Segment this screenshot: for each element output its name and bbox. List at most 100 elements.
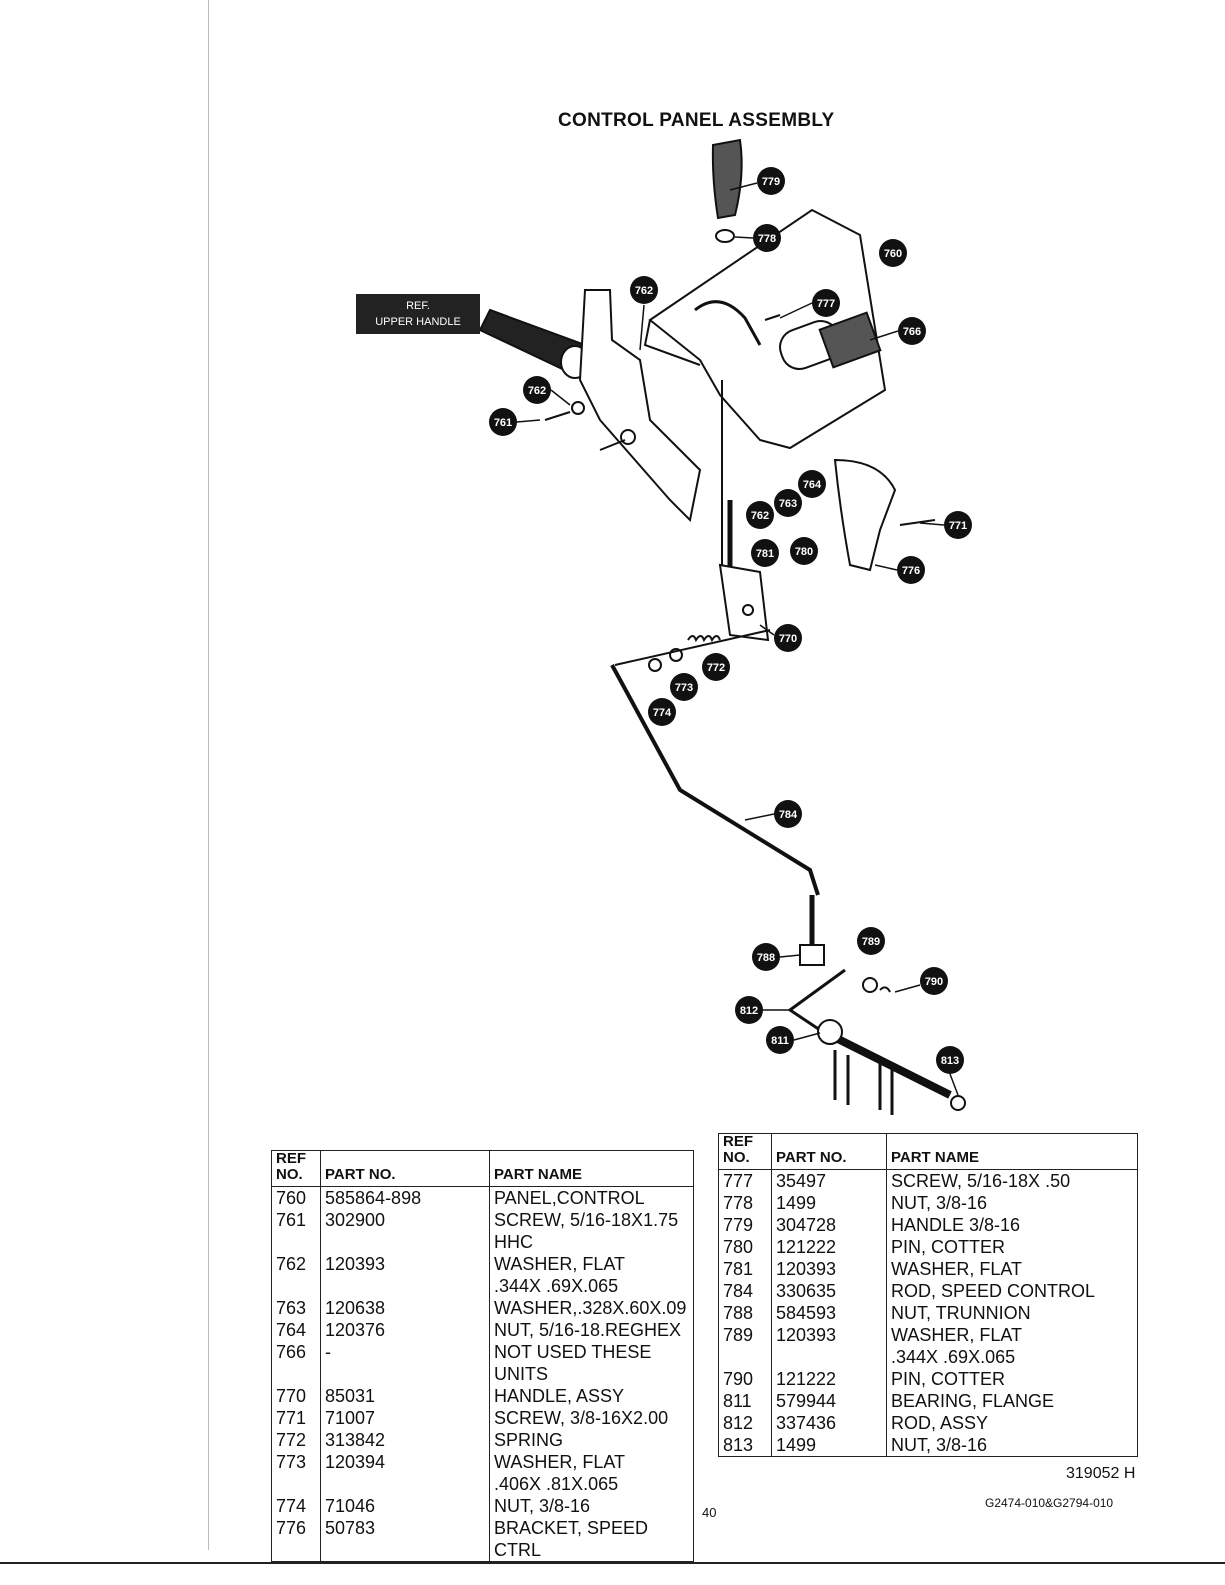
- part-no-cell-text: 1499: [776, 1193, 817, 1213]
- ref-cell: 763: [271, 1297, 321, 1319]
- part-name-detail-text: .344X .69X.065: [891, 1347, 1016, 1367]
- part-no-cell: 337436: [771, 1412, 887, 1434]
- part-name-cell: BEARING, FLANGE: [887, 1390, 1138, 1412]
- callout-label-761: 761: [494, 417, 512, 429]
- part-no-cell: 71007: [320, 1407, 490, 1429]
- callout-label-813: 813: [941, 1055, 959, 1067]
- part-no-cell: 35497: [771, 1169, 887, 1192]
- ref-cell-text: 774: [276, 1496, 307, 1516]
- part-no-cell-text: 71046: [325, 1496, 376, 1516]
- part-no-cell: -: [320, 1341, 490, 1385]
- callout-label-788: 788: [757, 952, 775, 964]
- ref-cell: 777: [718, 1169, 772, 1192]
- ref-cell-text: 777: [723, 1171, 754, 1191]
- callout-label-777: 777: [817, 298, 835, 310]
- page-bottom-rule: [0, 1562, 1225, 1564]
- ref-cell-text: 788: [723, 1303, 754, 1323]
- ref-cell-text: 779: [723, 1215, 754, 1235]
- callout-leader-811: [793, 1032, 821, 1041]
- part-name-cell-text: NUT, 3/8-16: [494, 1496, 591, 1516]
- table-row: 766-NOT USED THESE UNITS: [271, 1341, 694, 1385]
- part-name-cell-text: WASHER,.328X.60X.09: [494, 1298, 687, 1318]
- callout-bubble-812: [735, 996, 763, 1024]
- part-name-cell-text: BRACKET, SPEED CTRL: [494, 1518, 649, 1560]
- callout-leader-776: [874, 564, 898, 571]
- ref-cell: 761: [271, 1209, 321, 1253]
- part-name-cell-text: NUT, TRUNNION: [891, 1303, 1031, 1323]
- col-header-part-no: PART NO.: [771, 1133, 887, 1170]
- part-name-cell-text: NUT, 3/8-16: [891, 1193, 988, 1213]
- part-no-cell: 71046: [320, 1495, 490, 1517]
- ref-cell-text: 811: [723, 1391, 752, 1411]
- ref-cell: 811: [718, 1390, 772, 1412]
- callout-label-789: 789: [862, 936, 880, 948]
- part-no-cell-text: 330635: [776, 1281, 837, 1301]
- callout-bubble-770: [774, 624, 802, 652]
- callout-bubble-776: [897, 556, 925, 584]
- part-no-cell-text: 579944: [776, 1391, 837, 1411]
- ref-cell: 766: [271, 1341, 321, 1385]
- callout-leader-766: [869, 330, 899, 341]
- ref-cell: 773: [271, 1451, 321, 1495]
- ref-cell: 788: [718, 1302, 772, 1324]
- ref-cell-text: 790: [723, 1369, 754, 1389]
- part-name-cell-text: ROD, ASSY: [891, 1413, 989, 1433]
- part-name-cell: SPRING: [490, 1429, 694, 1451]
- part-no-cell: 1499: [771, 1434, 887, 1457]
- part-name-cell: NUT, 3/8-16: [887, 1192, 1138, 1214]
- page-title: CONTROL PANEL ASSEMBLY: [558, 110, 835, 131]
- part-name-cell-text: HANDLE, ASSY: [494, 1386, 625, 1406]
- part-no-cell: 120393: [320, 1253, 490, 1297]
- callout-label-779: 779: [762, 176, 780, 188]
- ref-cell-text: 766: [276, 1342, 307, 1362]
- part-name-cell: WASHER, FLAT.344X .69X.065: [887, 1324, 1138, 1368]
- ref-cell-text: 776: [276, 1518, 307, 1538]
- ref-cell-text: 812: [723, 1413, 754, 1433]
- callout-bubble-771: [944, 511, 972, 539]
- part-name-cell: PANEL,CONTROL: [490, 1187, 694, 1210]
- ref-upper-handle-box: [356, 294, 480, 334]
- part-no-cell: 1499: [771, 1192, 887, 1214]
- part-name-cell-text: WASHER, FLAT: [891, 1259, 1023, 1279]
- part-no-cell-text: 71007: [325, 1408, 376, 1428]
- callout-bubble-762: [746, 501, 774, 529]
- part-no-cell: 585864-898: [320, 1186, 490, 1209]
- callout-leader-771: [919, 522, 945, 526]
- part-no-cell-text: 121222: [776, 1369, 837, 1389]
- ref-cell: 778: [718, 1192, 772, 1214]
- table-row: 790 121222 PIN, COTTER: [718, 1368, 1138, 1390]
- ref-cell-text: 763: [276, 1298, 307, 1318]
- part-name-cell-text: PANEL,CONTROL: [494, 1188, 645, 1208]
- callout-label-772: 772: [707, 662, 725, 674]
- part-no-cell-text: 120638: [325, 1298, 386, 1318]
- part-no-cell-text: 120376: [325, 1320, 386, 1340]
- callout-label-762: 762: [635, 285, 653, 297]
- ref-cell-text: 760: [276, 1188, 307, 1208]
- callout-bubble-777: [812, 289, 840, 317]
- part-no-cell: 121222: [771, 1236, 887, 1258]
- ref-cell-text: 762: [276, 1254, 307, 1274]
- ref-cell-text: 780: [723, 1237, 754, 1257]
- part-name-detail-text: .344X .69X.065: [494, 1276, 619, 1296]
- callout-bubble-762: [630, 276, 658, 304]
- callout-label-763: 763: [779, 498, 797, 510]
- callout-bubble-773: [670, 673, 698, 701]
- part-name-cell: PIN, COTTER: [887, 1368, 1138, 1390]
- callout-leader-761: [516, 419, 541, 423]
- part-no-cell-text: 120393: [325, 1254, 386, 1274]
- table-row: 811 579944 BEARING, FLANGE: [718, 1390, 1138, 1412]
- callout-leader-813: [949, 1073, 959, 1096]
- part-name-cell: ROD, SPEED CONTROL: [887, 1280, 1138, 1302]
- exploded-parts-diagram: REF. UPPER HANDLE 7797787607627777667627…: [356, 138, 972, 1115]
- part-no-cell: 120393: [771, 1258, 887, 1280]
- callout-bubble-813: [936, 1046, 964, 1074]
- ref-cell: 789: [718, 1324, 772, 1368]
